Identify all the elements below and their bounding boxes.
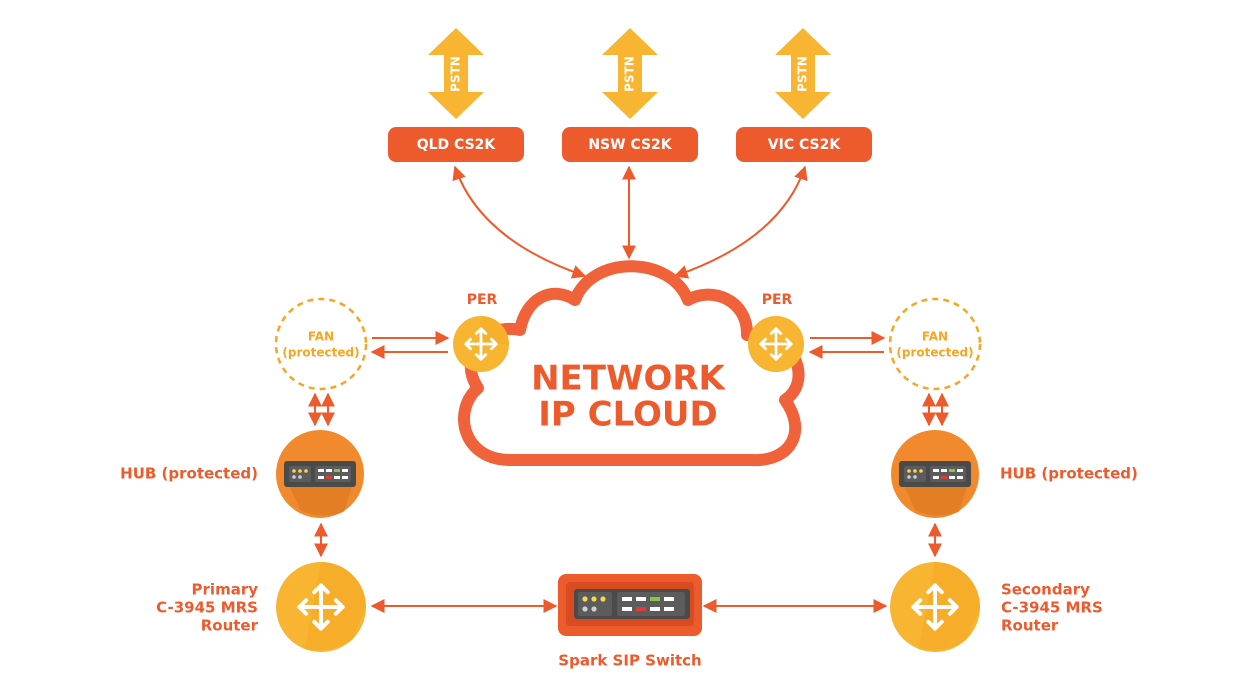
- per-right-label: PER: [762, 292, 793, 308]
- qld-cloud-link: [452, 165, 587, 279]
- fan-per-connectors: [370, 331, 886, 359]
- router-right-line3: Router: [1001, 617, 1059, 635]
- pstn-arrow-vic: PSTN: [775, 28, 831, 119]
- fan-left-line1: FAN: [308, 330, 334, 344]
- pstn-arrow-qld: PSTN: [428, 28, 484, 119]
- router-left-line3: Router: [201, 617, 259, 635]
- pstn-label: PSTN: [796, 56, 810, 92]
- fan-right: FAN (protected): [888, 297, 982, 391]
- hub-right: HUB (protected): [891, 430, 1138, 518]
- network-ip-cloud: NETWORK IP CLOUD: [458, 260, 805, 467]
- fan-left-line2: (protected): [282, 346, 359, 360]
- router-right: Secondary C-3945 MRS Router: [890, 562, 1103, 652]
- double-arrow-icon: [602, 28, 658, 119]
- cloud-shape: [458, 260, 805, 467]
- router-left: Primary C-3945 MRS Router: [156, 562, 366, 652]
- pstn-arrow-nsw: PSTN: [602, 28, 658, 119]
- router-left-line2: C-3945 MRS: [156, 599, 258, 617]
- qld-cs2k-label: QLD CS2K: [417, 137, 497, 153]
- fan-right-line2: (protected): [896, 346, 973, 360]
- sip-switch-label: Spark SIP Switch: [558, 652, 701, 670]
- hub-right-label: HUB (protected): [1000, 465, 1138, 483]
- pstn-label: PSTN: [449, 56, 463, 92]
- hub-left: HUB (protected): [120, 430, 364, 518]
- vic-cs2k-label: VIC CS2K: [768, 137, 842, 153]
- network-device-icon: [284, 461, 356, 487]
- pstn-label: PSTN: [623, 56, 637, 92]
- vic-cs2k-box: VIC CS2K: [736, 127, 872, 162]
- per-right: PER: [748, 292, 804, 372]
- qld-cs2k-box: QLD CS2K: [388, 127, 524, 162]
- router-right-line1: Secondary: [1001, 581, 1090, 599]
- cloud-title-line2: IP CLOUD: [538, 395, 718, 435]
- nsw-cs2k-label: NSW CS2K: [588, 137, 672, 153]
- spark-sip-switch: Spark SIP Switch: [558, 574, 702, 670]
- vic-cloud-link: [673, 165, 808, 279]
- fan-right-line1: FAN: [922, 330, 948, 344]
- network-device-icon: [899, 461, 971, 487]
- double-arrow-icon: [428, 28, 484, 119]
- fan-hub-connectors: [308, 392, 949, 427]
- double-arrow-icon: [775, 28, 831, 119]
- per-left: PER: [453, 292, 509, 372]
- cloud-title-line1: NETWORK: [531, 359, 726, 399]
- fan-left: FAN (protected): [274, 297, 368, 391]
- router-right-line2: C-3945 MRS: [1001, 599, 1103, 617]
- nsw-cs2k-box: NSW CS2K: [562, 127, 698, 162]
- cs2k-connectors: [452, 165, 808, 279]
- per-left-label: PER: [467, 292, 498, 308]
- hub-left-label: HUB (protected): [120, 465, 258, 483]
- hub-router-connectors: [314, 522, 942, 558]
- router-left-line1: Primary: [192, 581, 259, 599]
